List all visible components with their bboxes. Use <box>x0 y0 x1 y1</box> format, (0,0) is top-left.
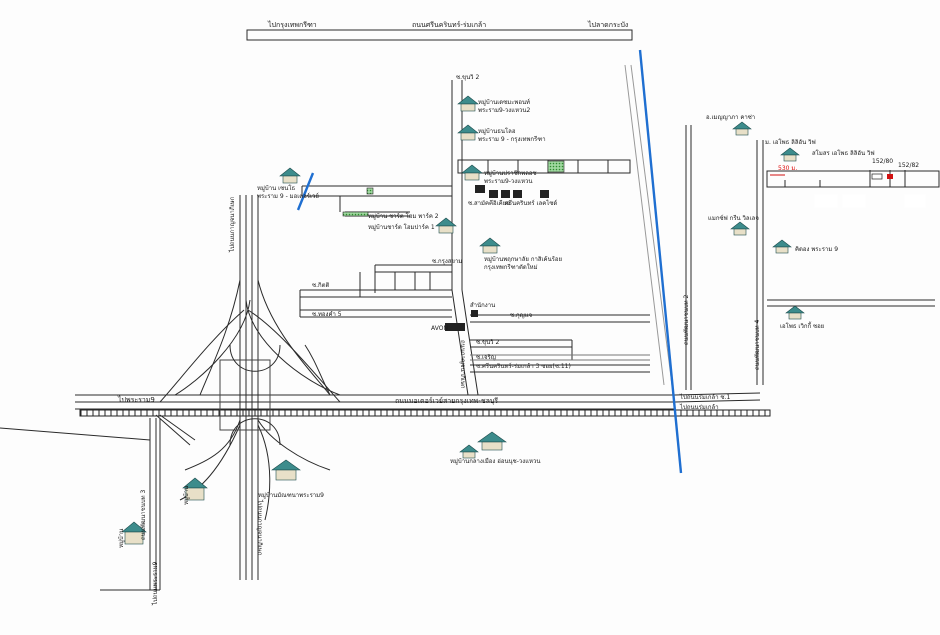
label-village-1b: พระราม9-วงแหวน2 <box>478 107 531 114</box>
building <box>489 190 498 198</box>
label-phatthana-left: ถนนพัฒนาชนบท 3 <box>140 489 147 540</box>
label-romklao-2: ไปถนนร่มเกล้า <box>680 404 719 411</box>
house-icon <box>182 477 208 501</box>
label-soi-thepr: ซ.ทองคำ 5 <box>312 311 342 318</box>
label-top-left: ไปกรุงเทพกรีฑา <box>268 21 317 29</box>
main-vertical-road <box>451 80 463 290</box>
label-romklao-row: ซ.ศรีนครินทร์-ร่มเกล้า 3 ซอย(ซ.11) <box>476 363 571 370</box>
label-rama9: ไปพระราม9 <box>118 396 155 404</box>
label-village-3: หมู่บ้านปราซิกพลอซ <box>484 170 537 177</box>
label-top-mid: ถนนศรีนครินทร์-ร่มเกล้า <box>412 21 487 29</box>
label-soi-khonkhan: ซ.กรุงสยาม <box>432 258 463 265</box>
label-tower-c: สโมสร เอโพธ ลิลิอัน วิฟ <box>812 150 875 157</box>
label-village-1: หมู่บ้านเดซมะพอนท์ <box>478 99 531 106</box>
label-soi-inner: ซ.ขุนวิ 2 <box>476 339 500 346</box>
label-soi-sakon: ซ.สามัคคีอิเคียน <box>468 200 511 207</box>
canal-left <box>296 172 315 211</box>
village-strip-1 <box>457 159 631 174</box>
park-area <box>547 160 565 173</box>
label-village-4b: พระราม 9 - มอเตอร์เวย์ <box>257 193 319 200</box>
house-icon <box>785 305 805 320</box>
phatthanachonnabot2-road <box>685 125 692 390</box>
label-village-11: หมู่บ้าน <box>118 528 125 548</box>
label-kanchana-lower: ไปถนนกาญจนาภิเษก <box>256 500 263 556</box>
label-tower-e: คิดอง พระราม 9 <box>795 246 839 253</box>
label-village-2b: พระราม 9 - กรุงเทพกรีฑา <box>478 136 546 143</box>
house-icon <box>780 147 800 162</box>
label-village-3b: พระราม9-วงแหวน <box>484 178 533 185</box>
label-distance: 530 ม. <box>778 165 798 172</box>
label-office: สำนักงาน <box>470 302 496 309</box>
house-icon <box>279 167 301 184</box>
label-motorway: ถนนมอเตอร์เวย์สายกรุงเทพ-ชลบุรี <box>395 397 499 405</box>
label-village-7: หมู่บ้านพฤกษาลัย กาสิเค้นร้อย <box>484 256 563 263</box>
label-soi-saphan: ซ.กุญแจ <box>510 312 533 319</box>
label-plot-1: 152/80 <box>872 158 894 165</box>
label-phatthana4: ถนนพัฒนาชนบท 4 <box>754 319 761 370</box>
house-icon <box>459 444 479 459</box>
house-icon <box>479 237 501 254</box>
house-icon <box>457 124 479 141</box>
house-icon <box>732 121 752 136</box>
label-kanchana-road: ถนนกาญจนาภิเษก <box>459 340 466 389</box>
label-tower-a: อ.เมญญาภา คาซ่า <box>706 114 756 121</box>
label-village-5: หมู่บ้าน ชาร์ต โฮม พาร์ค 2 <box>368 213 439 220</box>
house-icon <box>435 217 457 234</box>
house-icon <box>477 431 507 451</box>
label-tower-d: แมกซ์ฟ กรีน วิลเลจ <box>708 215 759 222</box>
right-top-road <box>766 170 940 188</box>
house-icon <box>121 521 147 545</box>
label-tree-area: ศรีนครินทร์ เลคไซด์ <box>505 200 558 207</box>
label-phatthana2: ถนนพัฒนาชนบท 2 <box>683 294 690 345</box>
house-icon <box>271 459 301 481</box>
label-top-right: ไปลาดกระบัง <box>588 21 629 29</box>
label-avon: AVON <box>431 325 448 332</box>
railway <box>79 409 771 417</box>
label-soi-kamone: ซ.กิตติ <box>312 282 330 289</box>
house-icon <box>461 164 483 181</box>
house-icon <box>457 95 479 112</box>
label-village-7b: กรุงเทพกรีฑาตัดใหม่ <box>484 264 538 271</box>
label-tower-f: เอโพธ เวิกกี้ ซอย <box>780 323 825 330</box>
label-soi-mid: ซ.เจริญ <box>476 354 496 361</box>
label-village-6: หมู่บ้านชาร์ต โฮมปาร์ค 1 <box>368 224 435 231</box>
label-plot-2: 152/82 <box>898 162 920 169</box>
label-lower-left-road: ไปถนนพระราม9 <box>152 561 159 605</box>
label-village-8: หมู่บ้านกลางเมือง อ่อนนุช-วงแหวน <box>450 458 541 465</box>
label-soi2: ซ.ขุนวิ 2 <box>456 74 480 81</box>
label-tower-b: ม. เอโพธ ลิลิอัน วิฟ <box>765 139 816 146</box>
label-village-2: หมู่บ้านธนโลฮ <box>478 128 516 135</box>
target-plot-marker <box>887 174 893 179</box>
house-icon <box>730 221 750 236</box>
house-icon <box>772 239 792 254</box>
top-road <box>246 29 633 41</box>
label-kanchana-upper: ไปถนนกาญจนาภิเษก <box>229 196 236 252</box>
phatthanachonnabot4-road <box>756 140 764 385</box>
label-village-4: หมู่บ้าน เซนโธ <box>257 185 296 192</box>
label-village-10: หมู่บ้าน <box>183 485 190 505</box>
canal-right <box>638 49 683 474</box>
label-village-9: หมู่บ้านมัณฑนาพระราม9 <box>258 492 324 499</box>
label-romklao-1: ไปถนนร่มเกล้า ซ.1 <box>680 394 731 401</box>
